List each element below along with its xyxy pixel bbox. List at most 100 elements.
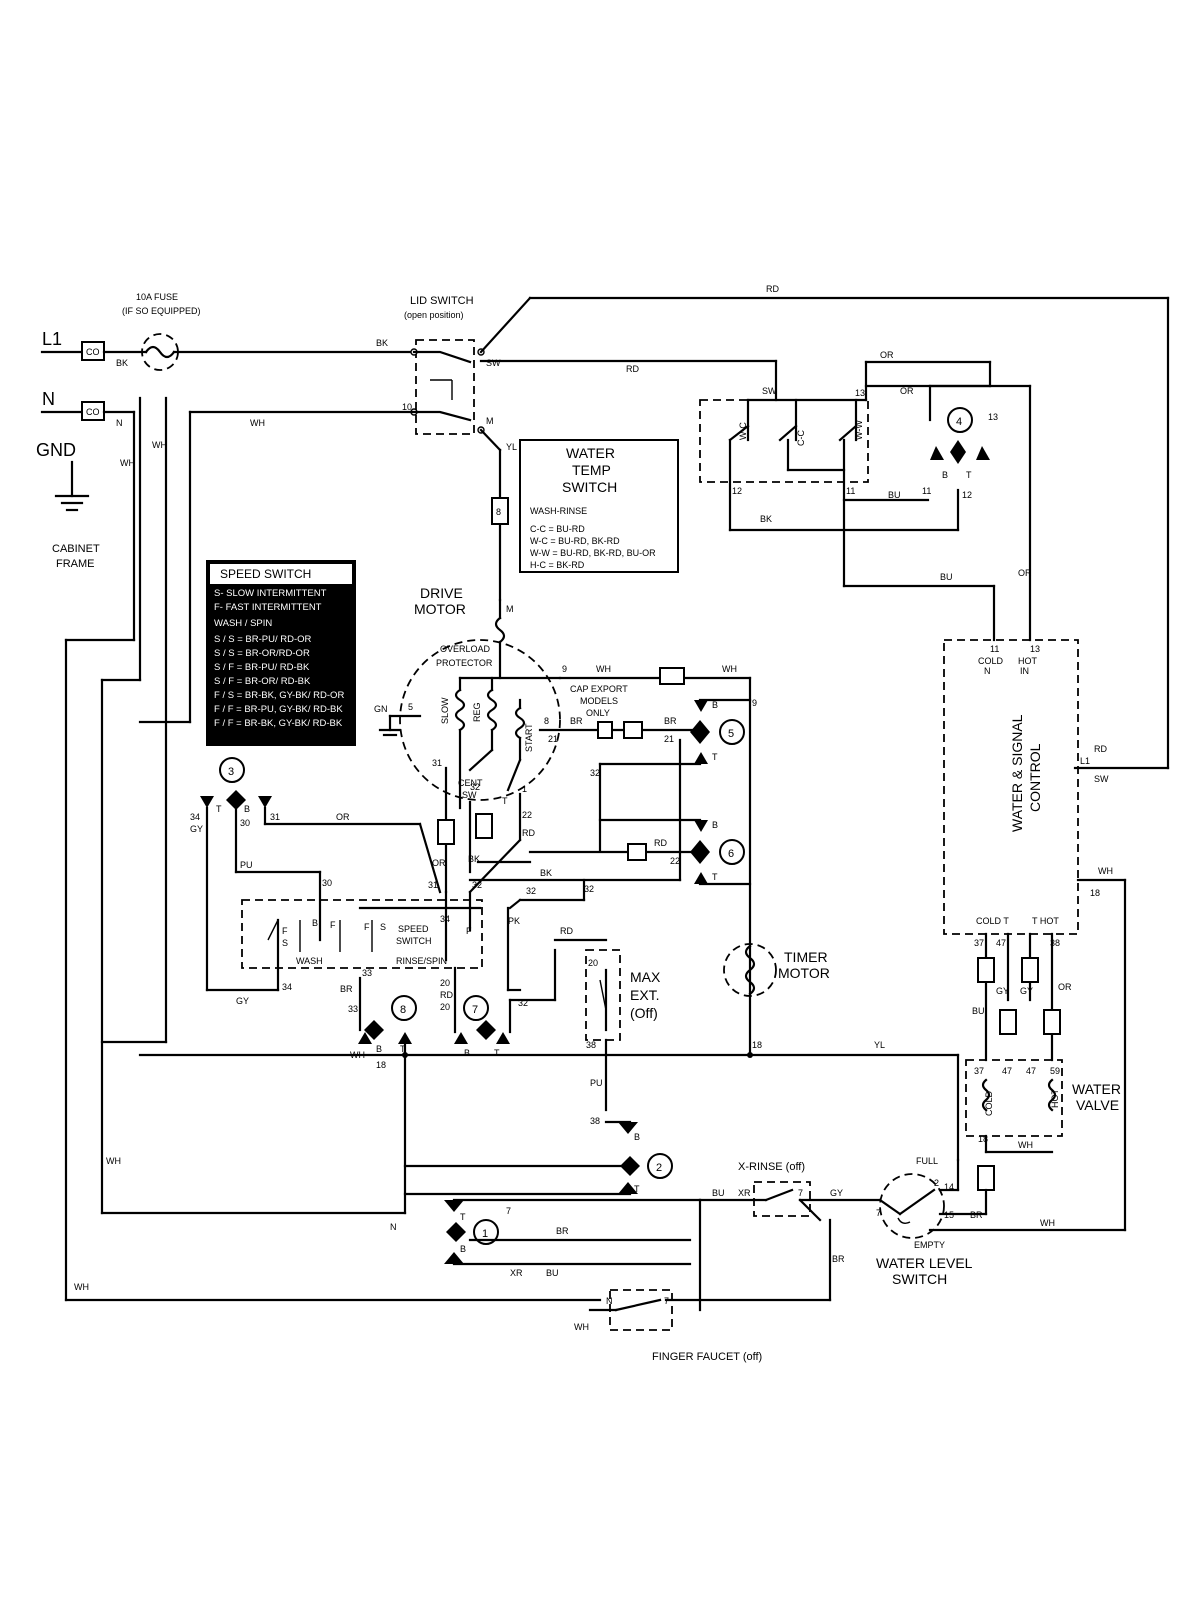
- svg-text:N: N: [984, 666, 991, 676]
- svg-text:BK: BK: [116, 358, 128, 368]
- svg-text:WH: WH: [596, 664, 611, 674]
- svg-text:T: T: [634, 1184, 640, 1194]
- svg-text:GY: GY: [190, 824, 203, 834]
- svg-text:SW: SW: [1094, 774, 1109, 784]
- timer-cams-bottom: YL B T 2 T B 1 7 BR XR BU: [138, 1040, 960, 1278]
- svg-text:H-C = BK-RD: H-C = BK-RD: [530, 560, 585, 570]
- svg-text:B: B: [464, 1048, 470, 1058]
- svg-text:WASH-RINSE: WASH-RINSE: [530, 506, 587, 516]
- svg-text:BK: BK: [376, 338, 388, 348]
- svg-text:3: 3: [228, 766, 234, 778]
- svg-text:T: T: [460, 1212, 466, 1222]
- svg-text:S / F = BR-OR/ RD-BK: S / F = BR-OR/ RD-BK: [214, 676, 311, 687]
- svg-text:32: 32: [590, 768, 600, 778]
- svg-text:F: F: [364, 922, 370, 932]
- cam-6: B T 6 RD 22 32: [528, 768, 752, 886]
- svg-text:RD: RD: [440, 990, 453, 1000]
- cam-7: 7 B T 20 RD 20: [440, 948, 557, 1058]
- lid-switch-subtitle: (open position): [404, 310, 464, 320]
- svg-text:BU: BU: [972, 1006, 985, 1016]
- svg-text:34: 34: [190, 812, 200, 822]
- svg-text:N: N: [606, 1296, 613, 1306]
- svg-text:X-RINSE (off): X-RINSE (off): [738, 1161, 805, 1173]
- svg-text:W-C: W-C: [738, 422, 748, 440]
- svg-text:WASH: WASH: [296, 956, 323, 966]
- svg-text:COLD: COLD: [978, 656, 1004, 666]
- svg-text:CENT: CENT: [458, 778, 483, 788]
- svg-text:S / S = BR-PU/ RD-OR: S / S = BR-PU/ RD-OR: [214, 634, 312, 645]
- svg-text:20: 20: [588, 958, 598, 968]
- svg-text:SWITCH: SWITCH: [892, 1271, 947, 1287]
- svg-text:CONTROL: CONTROL: [1027, 743, 1043, 812]
- speed-switch-legend: SPEED SWITCH S- SLOW INTERMITTENT F- FAS…: [206, 560, 356, 746]
- svg-text:B: B: [712, 820, 718, 830]
- svg-text:BK: BK: [540, 868, 552, 878]
- svg-text:PK: PK: [508, 916, 520, 926]
- svg-text:34: 34: [282, 982, 292, 992]
- svg-text:47: 47: [1002, 1066, 1012, 1076]
- svg-text:31: 31: [428, 880, 438, 890]
- finger-faucet-switch: N 7 WH FINGER FAUCET (off): [574, 1289, 762, 1363]
- svg-text:32: 32: [584, 884, 594, 894]
- svg-text:BR: BR: [570, 716, 583, 726]
- svg-text:RD: RD: [626, 364, 639, 374]
- svg-text:COLD: COLD: [984, 1090, 994, 1116]
- svg-text:DRIVE: DRIVE: [420, 585, 463, 601]
- svg-text:T: T: [494, 1048, 500, 1058]
- drive-motor: DRIVE MOTOR M OVERLOAD PROTECTOR 9 WH WH…: [374, 585, 757, 1057]
- svg-text:WATER LEVEL: WATER LEVEL: [876, 1255, 973, 1271]
- svg-text:32: 32: [470, 782, 480, 792]
- svg-text:5: 5: [408, 702, 413, 712]
- svg-text:PU: PU: [240, 860, 253, 870]
- svg-text:S / F = BR-PU/ RD-BK: S / F = BR-PU/ RD-BK: [214, 662, 310, 673]
- svg-text:T: T: [712, 752, 718, 762]
- svg-text:9: 9: [562, 664, 567, 674]
- svg-text:11: 11: [990, 644, 999, 654]
- svg-text:WH: WH: [250, 418, 265, 428]
- svg-text:F / F = BR-PU, GY-BK/ RD-BK: F / F = BR-PU, GY-BK/ RD-BK: [214, 704, 343, 715]
- svg-text:T: T: [216, 804, 222, 814]
- svg-text:20: 20: [440, 978, 450, 988]
- svg-text:1: 1: [522, 784, 527, 794]
- svg-text:L1: L1: [1080, 756, 1090, 766]
- l1-label: L1: [42, 329, 62, 349]
- svg-text:9: 9: [752, 698, 757, 708]
- svg-text:OR: OR: [336, 812, 350, 822]
- svg-text:20: 20: [440, 1002, 450, 1012]
- svg-text:30: 30: [322, 878, 332, 888]
- speed-legend-bg: [206, 560, 356, 746]
- svg-text:S: S: [282, 938, 288, 948]
- svg-text:RD: RD: [1094, 744, 1107, 754]
- svg-text:30: 30: [240, 818, 250, 828]
- svg-text:RD: RD: [560, 926, 573, 936]
- svg-text:B: B: [712, 700, 718, 710]
- svg-text:13: 13: [855, 388, 865, 398]
- svg-text:ONLY: ONLY: [586, 708, 610, 718]
- water-signal-control: 11 13 COLD N HOT IN WATER & SIGNAL CONTR…: [943, 639, 1127, 1232]
- svg-text:22: 22: [670, 856, 680, 866]
- svg-text:18: 18: [1090, 888, 1100, 898]
- svg-text:B: B: [460, 1244, 466, 1254]
- svg-text:7: 7: [798, 1188, 803, 1198]
- svg-text:11: 11: [846, 486, 855, 496]
- svg-text:12: 12: [962, 490, 972, 500]
- water-level-switch: FULL EMPTY 2 14 15 7 BR WH WATER LEVEL S…: [876, 1156, 1127, 1287]
- x-rinse-switch: X-RINSE (off) BU XR 7 GY BR: [664, 1161, 882, 1312]
- svg-text:CAP EXPORT: CAP EXPORT: [570, 684, 628, 694]
- svg-text:PU: PU: [590, 1078, 603, 1088]
- svg-text:59: 59: [1050, 1066, 1060, 1076]
- svg-text:W-C = BU-RD, BK-RD: W-C = BU-RD, BK-RD: [530, 536, 620, 546]
- lid-switch-title: LID SWITCH: [410, 295, 474, 307]
- svg-text:SPEED: SPEED: [398, 924, 429, 934]
- svg-text:GY: GY: [1020, 986, 1033, 996]
- svg-text:XR: XR: [510, 1268, 523, 1278]
- cam-5: B T 5: [598, 698, 752, 852]
- svg-text:18: 18: [978, 1134, 988, 1144]
- svg-text:OR: OR: [880, 350, 894, 360]
- svg-text:WH: WH: [722, 664, 737, 674]
- svg-text:S- SLOW INTERMITTENT: S- SLOW INTERMITTENT: [214, 588, 327, 599]
- svg-text:SWITCH: SWITCH: [396, 936, 432, 946]
- svg-text:RD: RD: [654, 838, 667, 848]
- svg-text:1: 1: [482, 1228, 488, 1240]
